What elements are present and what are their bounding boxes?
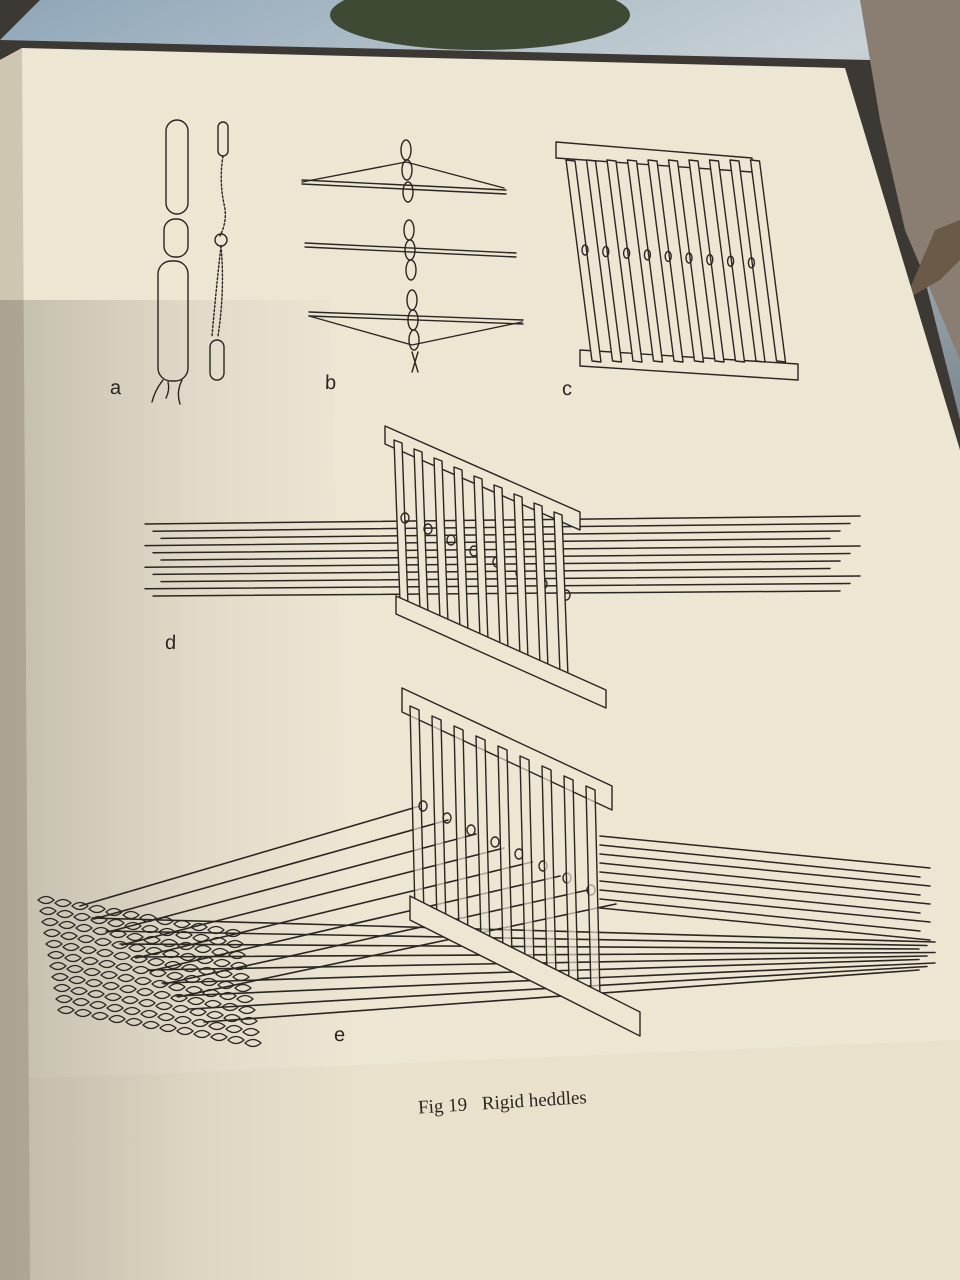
back-warp-thread [599,835,931,869]
panel-d-heddle-with-warp [144,425,861,709]
heddle-bottom-bar [409,895,641,1037]
panel-c-rigid-heddle [555,141,799,381]
lower-shed-thread [105,930,928,947]
heddle-slat [565,159,602,363]
heddle-eye [664,250,672,263]
back-warp-thread [599,853,931,887]
poster-tree [330,0,630,50]
panel-e-heddle-shed-and-cloth [37,687,936,1048]
heddle-top-bar [401,687,613,811]
upper-shed-thread [149,875,561,972]
woven-cloth-row [53,983,258,1026]
panel-c-label: c [561,377,573,401]
heddle-slat [729,159,766,363]
heddle-eye [423,523,433,535]
poster-branch [905,220,960,300]
woven-cloth-row [55,994,260,1037]
panel-a-heddle-loops [151,119,229,405]
warp-thread [152,567,831,576]
figure-number: Fig 19 [417,1094,468,1119]
back-warp-thread [599,898,921,932]
heddle-eye [466,824,476,836]
poster-background [0,0,960,420]
heddle-top-bar [384,425,581,531]
heddle-slat [647,159,684,363]
heddle-eye [685,252,693,264]
heddle-eye [490,836,500,848]
heddle-eye [747,257,756,269]
woven-cloth-row [57,1005,262,1048]
back-warp-thread [599,871,931,905]
warp-thread [152,590,841,597]
woven-cloth-row [39,906,244,949]
woven-cloth-row [49,961,254,1004]
heddle-slat [626,159,664,363]
heddle-eye [726,255,735,267]
heddle-slat [749,159,787,363]
page-shadow [0,300,360,1280]
warp-thread [160,552,851,561]
back-warp-thread [599,889,931,923]
woven-cloth-row [45,939,250,982]
heddle-slat [606,159,643,363]
lower-shed-thread [91,917,936,943]
panel-e-label: e [333,1023,346,1047]
back-warp-thread [599,880,921,914]
lower-shed-thread [119,943,920,950]
heddle-eye [581,244,589,256]
heddle-eye [643,249,652,261]
upper-shed-thread [79,805,421,907]
lower-shed-thread [133,951,936,958]
heddle-eye [706,253,714,266]
heddle-eye [446,534,456,546]
back-warp-thread [599,862,921,896]
warp-thread [144,560,841,568]
upper-shed-thread [93,819,449,920]
panel-b-tied-heddles [301,139,524,373]
heddle-eye [602,245,610,258]
warp-thread [144,537,831,547]
panel-a-label: a [109,376,122,400]
heddle-eye [442,812,452,824]
heddle-bottom-bar [395,595,607,709]
heddle-eye [400,512,410,524]
panel-d-label: d [164,631,177,655]
back-warp-thread [599,907,931,941]
warp-thread [152,545,861,554]
heddle-slat [585,159,623,363]
back-warp-thread [599,844,921,878]
heddle-eye [418,800,428,812]
warp-thread [160,575,861,583]
heddle-eye [622,247,631,259]
woven-cloth-row [41,917,246,960]
panel-b-label: b [324,371,337,395]
upper-shed-thread [177,903,617,998]
